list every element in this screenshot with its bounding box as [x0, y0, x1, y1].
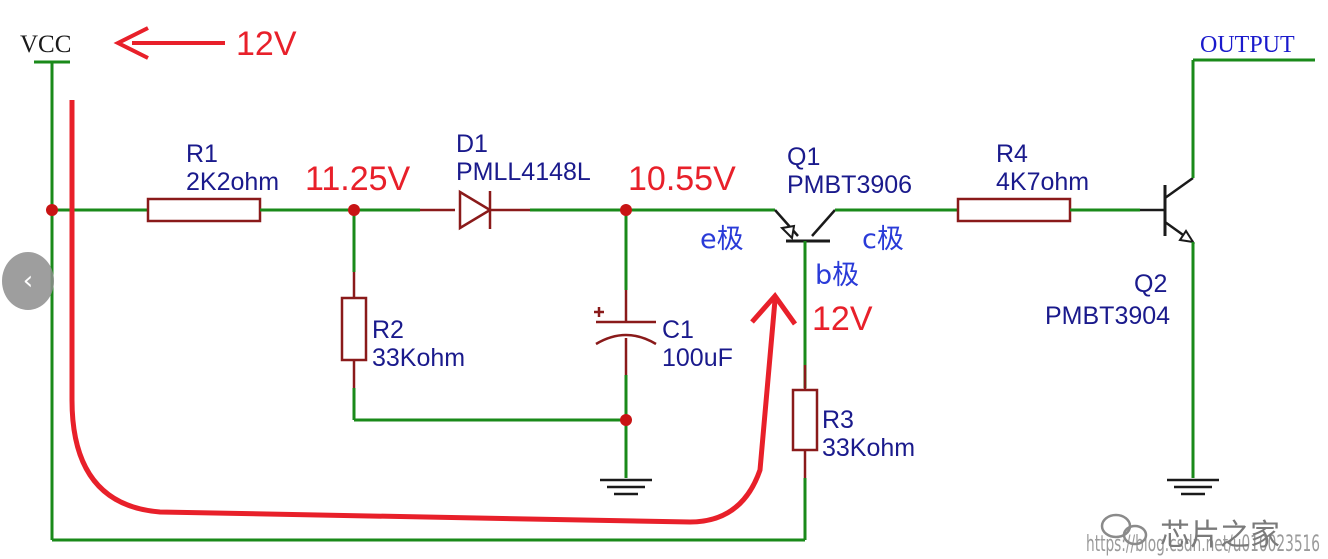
vcc-arrow-icon: [113, 26, 225, 60]
d1-ref: D1: [456, 130, 488, 158]
c1-value: 100uF: [662, 344, 733, 372]
junction-d1-c1: [620, 204, 632, 216]
r2-resistor: [340, 296, 368, 362]
r4-value: 4K7ohm: [996, 168, 1089, 196]
current-path-arrow-icon: [750, 291, 798, 326]
q1-value: PMBT3906: [787, 171, 912, 199]
r4-resistor: [956, 197, 1072, 223]
pin-label-base: b极: [815, 260, 859, 291]
ground-icon: [1167, 478, 1219, 496]
r3-ref: R3: [822, 406, 854, 434]
r3-resistor: [791, 388, 819, 452]
r1-resistor: [146, 197, 262, 223]
output-label: OUTPUT: [1200, 32, 1295, 58]
r1-value: 2K2ohm: [186, 168, 279, 196]
junction-ground: [620, 414, 632, 426]
r1-ref: R1: [186, 140, 218, 168]
q2-value: PMBT3904: [1045, 302, 1170, 330]
r2-ref: R2: [372, 316, 404, 344]
c1-ref: C1: [662, 316, 694, 344]
r4-ref: R4: [996, 140, 1028, 168]
r2-value: 33Kohm: [372, 344, 465, 372]
q2-ref: Q2: [1134, 270, 1167, 298]
pin-label-collector: c极: [862, 224, 904, 255]
vcc-voltage-label: 12V: [236, 25, 297, 63]
d1-value: PMLL4148L: [456, 158, 591, 186]
chevron-left-icon: ‹: [22, 266, 34, 296]
q1-transistor-icon: [774, 209, 836, 243]
q2-transistor-icon: [1140, 176, 1196, 244]
r3-value: 33Kohm: [822, 434, 915, 462]
base-voltage: 12V: [812, 300, 873, 338]
pin-label-emitter: e极: [700, 224, 744, 255]
node-voltage-d1: 10.55V: [628, 160, 736, 198]
d1-diode-icon: [458, 189, 493, 231]
node-voltage-r1: 11.25V: [305, 160, 411, 198]
junction-vcc: [46, 204, 58, 216]
current-path-curve: [69, 100, 778, 525]
q1-ref: Q1: [787, 143, 820, 171]
watermark-brand: 芯片之家: [1160, 518, 1280, 553]
wechat-icon: [1100, 513, 1148, 546]
c1-plate-negative: [595, 333, 657, 346]
ground-icon: [600, 478, 652, 496]
prev-image-button[interactable]: ‹: [2, 252, 54, 310]
junction-r1-r2: [348, 204, 360, 216]
vcc-label: VCC: [20, 31, 71, 58]
